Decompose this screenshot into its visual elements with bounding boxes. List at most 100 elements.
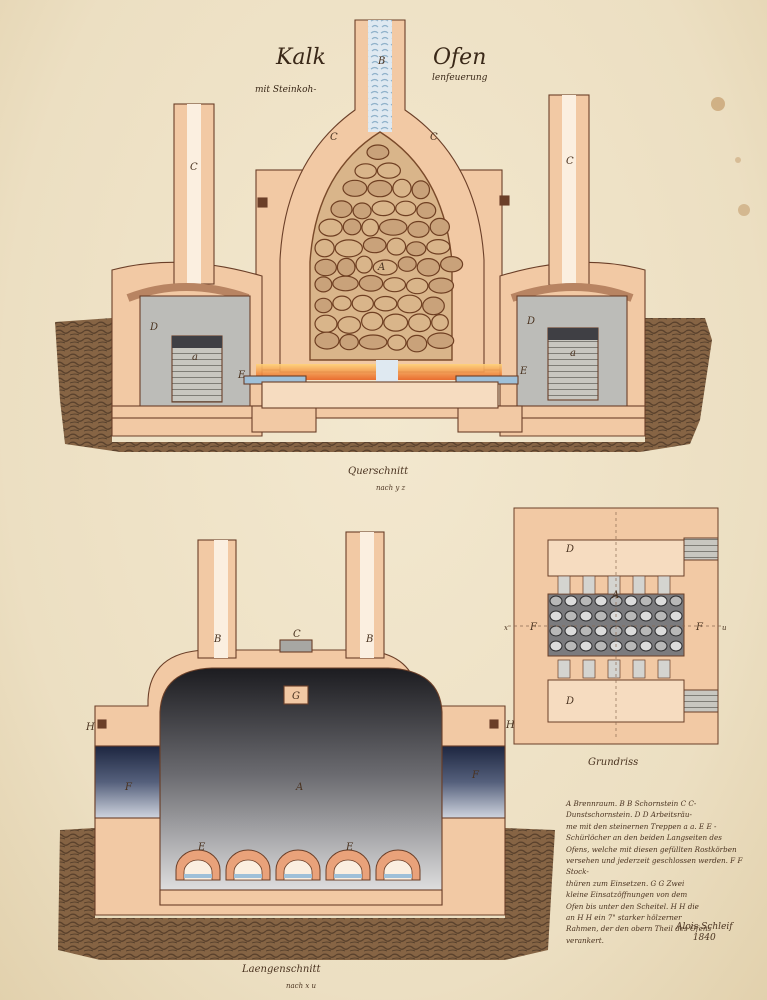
label-long-B1: B — [213, 634, 221, 645]
label-cross-D2: D — [526, 316, 535, 327]
label-long-C: C — [293, 629, 301, 640]
plan-vent-bottom — [557, 659, 571, 679]
long-vent — [279, 639, 313, 653]
central-stack-flue — [368, 20, 392, 132]
stone — [408, 313, 432, 333]
legend-line: Ofens, welche mit diesen gefüllten Rostk… — [566, 844, 737, 854]
plan-labels: D D F F A x u Grundriss — [504, 544, 727, 768]
plan-grate-stone — [669, 640, 683, 652]
stone — [431, 314, 449, 332]
title-ofen: Ofen — [433, 45, 486, 70]
plan-grate-stone — [564, 595, 578, 607]
stain — [735, 157, 741, 163]
label-plan-u: u — [722, 624, 727, 632]
stone — [361, 218, 380, 237]
stone — [411, 180, 431, 200]
plan-grate-stone — [594, 610, 608, 622]
stone — [406, 241, 427, 257]
label-cross-C2: C — [430, 132, 438, 143]
label-cross-E1: E — [237, 370, 246, 381]
long-earth — [58, 828, 555, 960]
plan-grate-stone — [654, 610, 668, 622]
plan-grate-stone — [639, 595, 653, 607]
plan-grate-stone — [549, 640, 563, 652]
stone — [339, 333, 359, 351]
legend-line: Rahmen, der den obern Theil des Ofens — [566, 924, 712, 934]
stone — [371, 200, 396, 217]
label-cross-D1: D — [149, 322, 158, 333]
stone — [406, 334, 428, 353]
plan-grate-stone — [624, 625, 638, 637]
stone — [318, 218, 343, 237]
label-cross-C3: C — [190, 162, 198, 173]
long-left-bay — [94, 745, 161, 819]
plan-grate-stone — [669, 625, 683, 637]
long-chamber-interior — [159, 667, 443, 906]
fire-arch-grate — [284, 874, 312, 878]
plan-vent-top — [632, 575, 646, 595]
plan-view — [508, 507, 724, 745]
stone — [314, 258, 337, 277]
stone — [416, 257, 441, 277]
stone — [336, 257, 356, 277]
legend-line: me mit den steinernen Treppen a a. E E - — [566, 821, 717, 831]
legend-line: versehen und jederzeit geschlossen werde… — [566, 856, 743, 877]
stone — [332, 275, 359, 292]
stone — [428, 277, 455, 294]
stain — [738, 204, 750, 216]
stone — [314, 238, 335, 258]
stone — [407, 220, 430, 238]
stone — [422, 296, 445, 316]
stone — [366, 144, 390, 160]
legend-line: A Brennraum. B B Schornstein C C- — [566, 799, 697, 808]
stone — [395, 200, 417, 217]
stone — [383, 313, 409, 332]
plan-grate-stone — [564, 610, 578, 622]
stone — [361, 311, 384, 331]
label-long-G: G — [292, 691, 300, 702]
stone — [351, 294, 374, 313]
stone — [397, 256, 417, 272]
legend-line: Dunstschornstein. D D Arbeitsräu- — [566, 810, 692, 820]
stone — [397, 294, 423, 314]
label-cross-B: B — [377, 56, 385, 67]
label-plan-D1: D — [565, 544, 574, 555]
stone — [373, 295, 398, 312]
stone — [342, 179, 368, 197]
label-long-H1: H — [85, 722, 95, 733]
stone — [376, 162, 401, 179]
plan-grate-stone — [624, 610, 638, 622]
plan-grate-stone — [549, 595, 563, 607]
signature-name: Alois Schleif — [676, 922, 733, 932]
stone — [358, 274, 384, 292]
cross-section-sub: nach y z — [376, 484, 406, 492]
plan-grate-stone — [639, 625, 653, 637]
label-long-F1: F — [124, 782, 133, 793]
stone — [314, 331, 340, 350]
label-long-A: A — [295, 782, 303, 793]
long-section-sub: nach x u — [286, 982, 317, 990]
plan-vent-bottom — [632, 659, 646, 679]
plan-grate-stone — [579, 640, 593, 652]
plan-grate-stone — [579, 595, 593, 607]
label-cross-C1: C — [330, 132, 338, 143]
long-section-title: Laengenschnitt — [241, 964, 322, 975]
plan-vents — [557, 575, 671, 679]
plan-vent-top — [657, 575, 671, 595]
label-long-B2: B — [365, 634, 373, 645]
stone — [332, 295, 352, 311]
plan-grate-stone — [669, 610, 683, 622]
subtitle-part2: lenfeuerung — [432, 73, 488, 83]
label-long-H2: H — [505, 720, 515, 731]
stone — [358, 334, 388, 350]
stone — [426, 239, 451, 255]
plan-vent-bottom — [657, 659, 671, 679]
long-right-bay — [441, 745, 506, 819]
plan-grate-stone — [669, 595, 683, 607]
plan-grate-stone — [549, 610, 563, 622]
stone — [354, 163, 377, 179]
plan-grate-stone — [594, 595, 608, 607]
plan-grate-stone — [654, 625, 668, 637]
